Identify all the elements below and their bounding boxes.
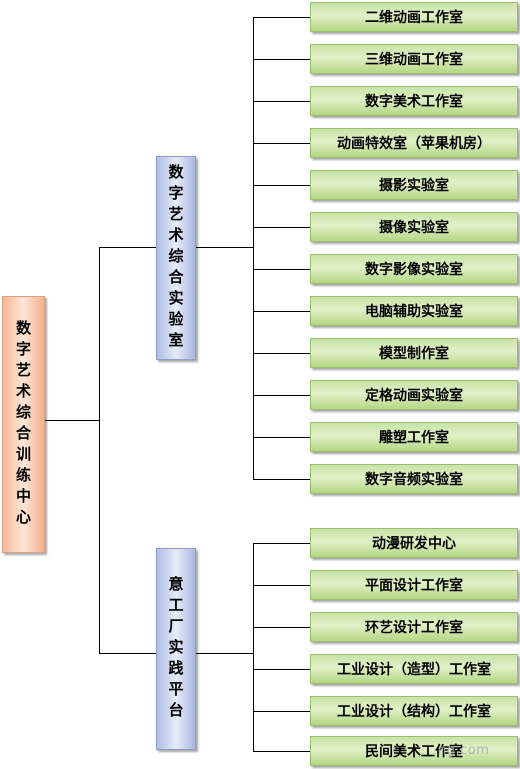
leaf-node: 摄影实验室 xyxy=(310,170,518,200)
connector-to-branch-1 xyxy=(99,247,156,248)
leaf-node: 定格动画实验室 xyxy=(310,380,518,410)
connector-spine-branch-2 xyxy=(253,543,254,752)
connector-to-leaf xyxy=(253,751,310,752)
connector-to-leaf xyxy=(253,269,310,270)
connector-to-leaf xyxy=(253,479,310,480)
leaf-node: 模型制作室 xyxy=(310,338,518,368)
branch-node-digital-art-lab: 数字艺术综合实验室 xyxy=(156,156,196,360)
leaf-node: 工业设计（造型）工作室 xyxy=(310,654,518,684)
connector-to-leaf xyxy=(253,395,310,396)
connector-branch-2-out xyxy=(195,653,253,654)
connector-to-leaf xyxy=(253,143,310,144)
leaf-node: 工业设计（结构）工作室 xyxy=(310,696,518,726)
connector-to-leaf xyxy=(253,353,310,354)
connector-to-leaf xyxy=(253,669,310,670)
connector-to-leaf xyxy=(253,437,310,438)
connector-to-branch-2 xyxy=(99,653,156,654)
leaf-node: 摄像实验室 xyxy=(310,212,518,242)
leaf-node: 动漫研发中心 xyxy=(310,528,518,558)
connector-to-leaf xyxy=(253,185,310,186)
connector-to-leaf xyxy=(253,585,310,586)
connector-to-leaf xyxy=(253,101,310,102)
leaf-node: 动画特效室（苹果机房） xyxy=(310,128,518,158)
leaf-node: 二维动画工作室 xyxy=(310,2,518,32)
connector-to-leaf xyxy=(253,59,310,60)
root-node: 数字艺术综合训练中心 xyxy=(2,296,45,553)
leaf-node: 数字音频实验室 xyxy=(310,464,518,494)
leaf-node: 数字美术工作室 xyxy=(310,86,518,116)
connector-to-leaf xyxy=(253,711,310,712)
leaf-node: 民间美术工作室 xyxy=(310,736,518,766)
connector-to-leaf xyxy=(253,543,310,544)
connector-to-leaf xyxy=(253,227,310,228)
branch-node-yigongchang-platform: 意工厂实践平台 xyxy=(156,548,196,750)
connector-to-leaf xyxy=(253,17,310,18)
connector-to-leaf xyxy=(253,627,310,628)
leaf-node: 平面设计工作室 xyxy=(310,570,518,600)
leaf-node: 电脑辅助实验室 xyxy=(310,296,518,326)
connector-to-leaf xyxy=(253,311,310,312)
connector-branch-1-out xyxy=(195,247,253,248)
watermark: ng.com xyxy=(438,743,490,758)
leaf-node: 数字影像实验室 xyxy=(310,254,518,284)
connector-root xyxy=(43,420,100,421)
leaf-node: 环艺设计工作室 xyxy=(310,612,518,642)
connector-spine-branch-1 xyxy=(253,17,254,479)
connector-spine-left xyxy=(99,247,100,653)
leaf-node: 雕塑工作室 xyxy=(310,422,518,452)
leaf-node: 三维动画工作室 xyxy=(310,44,518,74)
